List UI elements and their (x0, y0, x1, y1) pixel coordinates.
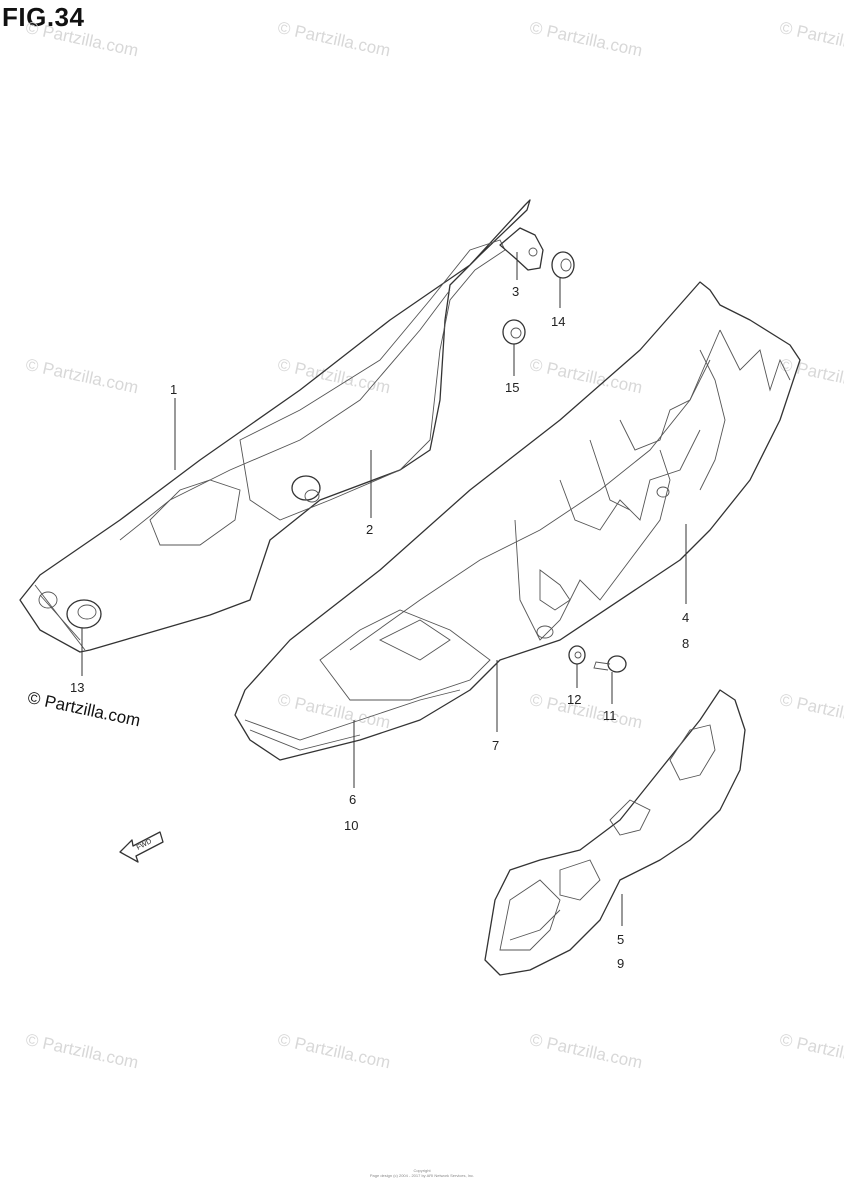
callout-12: 12 (567, 692, 581, 707)
callout-11: 11 (603, 708, 617, 723)
callout-7: 7 (492, 738, 499, 753)
callout-4: 4 (682, 610, 689, 625)
fwd-label: FWD (136, 838, 153, 852)
part-5-emblem[interactable] (484, 689, 746, 976)
callout-9: 9 (617, 956, 624, 971)
callout-13: 13 (70, 680, 84, 695)
callout-14: 14 (551, 314, 565, 329)
fwd-arrow-icon: FWD (119, 831, 164, 863)
part-6-trim[interactable] (244, 689, 461, 751)
callout-1: 1 (170, 382, 177, 397)
callout-5: 5 (617, 932, 624, 947)
callout-10: 10 (344, 818, 358, 833)
callout-2: 2 (366, 522, 373, 537)
callout-8: 8 (682, 636, 689, 651)
part-1-side-cover[interactable] (19, 199, 531, 653)
callout-3: 3 (512, 284, 519, 299)
page-footer: Copyright Page design (c) 2004 - 2017 by… (0, 1168, 844, 1178)
footer-line-2: Page design (c) 2004 - 2017 by ARI Netwo… (369, 1173, 475, 1178)
callout-15: 15 (505, 380, 519, 395)
part-13-cushion[interactable] (38, 591, 102, 629)
footer-line-1: Copyright (413, 1168, 431, 1173)
part-14-grommet[interactable] (551, 251, 575, 279)
callout-6: 6 (349, 792, 356, 807)
part-4-front-cover[interactable] (234, 281, 801, 761)
figure-title: FIG.34 (2, 2, 85, 32)
part-15-grommet[interactable] (502, 319, 526, 345)
part-11-screw[interactable] (593, 655, 627, 673)
part-3-bracket[interactable] (499, 227, 544, 271)
part-7-under-panel[interactable] (319, 609, 491, 701)
part-2-inner-panel[interactable] (239, 239, 506, 521)
part-12-washer[interactable] (568, 645, 586, 665)
